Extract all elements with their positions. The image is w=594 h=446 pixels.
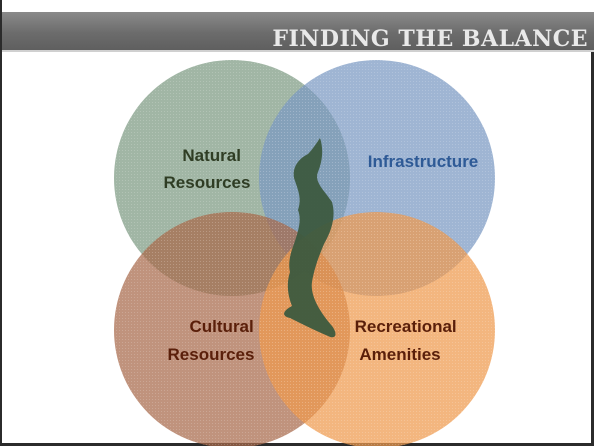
label-natural-line-2: Resources — [164, 173, 251, 192]
circle-recreational-amenities — [259, 212, 495, 446]
label-recreational-line-1: Recreational — [355, 317, 457, 336]
header-bar: FINDING THE BALANCE — [2, 12, 594, 50]
label-infrastructure-line-1: Infrastructure — [368, 152, 479, 171]
label-infrastructure: Infrastructure — [368, 152, 479, 171]
label-cultural-line-2: Resources — [168, 345, 255, 364]
label-natural-line-1: Natural — [182, 146, 241, 165]
label-recreational-amenities: Recreational Amenities — [355, 317, 462, 364]
label-cultural-line-1: Cultural — [190, 317, 254, 336]
river-icon — [284, 138, 336, 338]
header-divider — [2, 50, 594, 52]
label-recreational-line-2: Amenities — [359, 345, 440, 364]
page-title: FINDING THE BALANCE — [272, 26, 588, 50]
label-cultural-resources: Cultural Resources — [168, 317, 259, 364]
label-natural-resources: Natural Resources — [164, 146, 251, 192]
top-strip — [2, 0, 594, 12]
